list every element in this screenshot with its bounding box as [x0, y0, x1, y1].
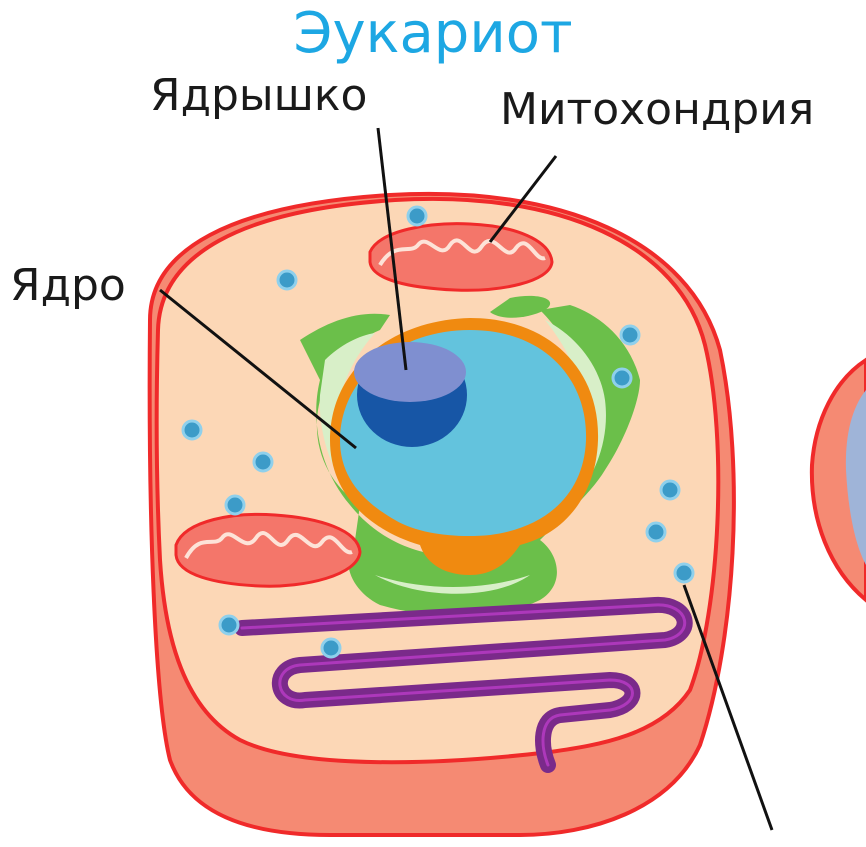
mitochondrion-top [370, 224, 552, 291]
vesicle [278, 271, 296, 289]
vesicle [675, 564, 693, 582]
mitochondrion-left [176, 514, 360, 586]
vesicle [183, 421, 201, 439]
vesicle [661, 481, 679, 499]
vesicle [322, 639, 340, 657]
label-nucleolus: Ядрышко [150, 72, 367, 120]
vesicle [226, 496, 244, 514]
vesicle [408, 207, 426, 225]
vesicle [254, 453, 272, 471]
diagram-title: Эукариот [248, 4, 618, 64]
vesicle [220, 616, 238, 634]
nucleolus [354, 342, 466, 402]
vesicle [613, 369, 631, 387]
label-nucleus: Ядро [10, 262, 126, 310]
vesicle [621, 326, 639, 344]
label-mitochondrion: Митохондрия [500, 86, 814, 134]
vesicle [647, 523, 665, 541]
